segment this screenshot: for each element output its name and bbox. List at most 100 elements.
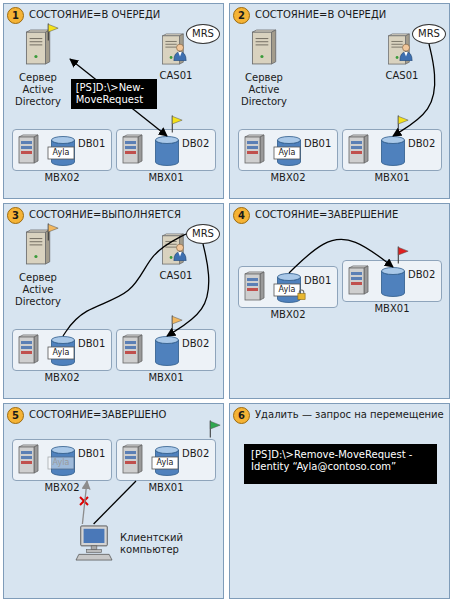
node-label: MBX02 [13, 372, 111, 384]
panel-art [19, 420, 220, 560]
node-label: [PS]D:\>Remove-MoveRequest -Identity “Ay… [244, 444, 437, 478]
mailbox-server-box: DB02MBX01 [116, 129, 216, 171]
cylinder-top [52, 447, 75, 454]
panel-title: СОСТОЯНИЕ=ЗАВЕРШЕНИЕ [255, 209, 445, 221]
step-number: 5 [7, 407, 24, 424]
cylinder-top [52, 137, 75, 144]
node-label: DB01 [78, 448, 105, 460]
drawing-part [349, 266, 368, 294]
drawing-part [252, 30, 275, 64]
drawing-part [298, 290, 305, 299]
drawing-part [389, 34, 410, 64]
cylinder-outline [155, 336, 179, 366]
mailbox-server-box: DB02MBX01 [342, 129, 442, 171]
drawing-part [26, 30, 49, 64]
drawing-part [398, 115, 408, 132]
database-cylinder: DB02 [381, 136, 405, 166]
cylinder-top [382, 137, 405, 144]
drawing-part [80, 497, 88, 505]
state-panel: Сервер Active DirectoryCAS01MRSDB01MBX02… [3, 203, 224, 399]
client-computer: Клиентский компьютер [74, 524, 214, 568]
connector-arrow [63, 234, 186, 336]
node-label: Сервер Active Directory [6, 272, 70, 308]
drawing-part [48, 457, 74, 469]
node-label: MBX01 [117, 482, 215, 494]
node-label: MRS [187, 25, 219, 43]
connector-arrow [167, 244, 209, 336]
directory-server: Сервер Active Directory [232, 30, 296, 130]
panel-art [245, 246, 408, 300]
mailbox-label: Ayla [275, 147, 299, 159]
directory-server: Сервер Active Directory [6, 230, 70, 330]
mailbox-server-box: DB02MBX01 [116, 329, 216, 371]
cylinder-outline [381, 136, 405, 166]
directory-server: Сервер Active Directory [6, 30, 70, 130]
drawing-part [174, 244, 186, 261]
node-label: DB02 [408, 269, 435, 281]
state-panel: [PS]D:\>Remove-MoveRequest -Identity “Ay… [229, 403, 450, 599]
step-number: 4 [233, 207, 250, 224]
cylinder-top [278, 274, 301, 281]
panel-art [19, 223, 186, 363]
connector-arrow [82, 481, 87, 524]
cylinder-top [278, 137, 301, 144]
step-number: 1 [7, 7, 24, 24]
mailbox-server-box: DB02MBX01 [342, 260, 442, 302]
database-cylinder: DB02 [155, 336, 179, 366]
drawing-part [48, 347, 74, 359]
drawing-part [48, 223, 58, 240]
node-label: DB02 [182, 138, 209, 150]
drawing-part [152, 457, 178, 469]
connector-arrow [94, 481, 136, 524]
command-box: [PS]D:\>Remove-MoveRequest -Identity “Ay… [244, 444, 437, 484]
access-server: CAS01 [382, 34, 422, 84]
mailbox-label: Ayla [49, 147, 73, 159]
drawing-part [163, 34, 184, 64]
node-label: DB01 [304, 138, 331, 150]
state-panel: DB01MBX02DB02MBX01Клиентский компьютер5С… [3, 403, 224, 599]
cylinder-top [156, 337, 179, 344]
drawing-part [76, 526, 112, 560]
drawing-part [210, 420, 220, 437]
node-label: MBX01 [343, 172, 441, 184]
drawing-part [163, 234, 184, 264]
node-label: MBX02 [239, 172, 337, 184]
panel-title: СОСТОЯНИЕ=ВЫПОЛНЯЕТСЯ [29, 209, 219, 221]
node-label: MRS [187, 225, 219, 243]
drawing-part [19, 445, 38, 473]
node-label: MBX02 [239, 309, 337, 321]
connector-arrow [70, 59, 167, 136]
mailbox-label: Ayla [49, 347, 73, 359]
drawing-part [274, 147, 300, 159]
access-server: CAS01 [156, 34, 196, 84]
node-label: MRS [413, 25, 445, 43]
panel-title: СОСТОЯНИЕ=ЗАВЕРШЕНО [29, 409, 219, 421]
drawing-part [274, 284, 300, 296]
drawing-part [80, 497, 88, 505]
node-label: MBX01 [117, 172, 215, 184]
drawing-part [19, 135, 38, 163]
node-label: DB02 [408, 138, 435, 150]
node-label: MBX01 [117, 372, 215, 384]
drawing-part [174, 44, 186, 61]
cylinder-outline [381, 267, 405, 297]
node-label: CAS01 [156, 270, 196, 282]
drawing-part [26, 230, 49, 264]
service-bubble: MRS [186, 224, 220, 244]
node-label: DB02 [182, 448, 209, 460]
drawing-part [123, 335, 142, 363]
step-number: 2 [233, 7, 250, 24]
node-label: Сервер Active Directory [232, 72, 296, 108]
drawing-part [19, 335, 38, 363]
panel-title: Удалить — запрос на перемещение [255, 409, 445, 421]
node-label: Клиентский компьютер [120, 532, 214, 556]
mailbox-label: Ayla [153, 457, 177, 469]
drawing-part [398, 246, 408, 263]
service-bubble: MRS [412, 24, 446, 44]
panel-art [19, 23, 186, 163]
drawing-part [48, 23, 58, 40]
drawing-part [245, 135, 264, 163]
node-label: Сервер Active Directory [6, 72, 70, 108]
mailbox-label: Ayla [49, 457, 73, 469]
